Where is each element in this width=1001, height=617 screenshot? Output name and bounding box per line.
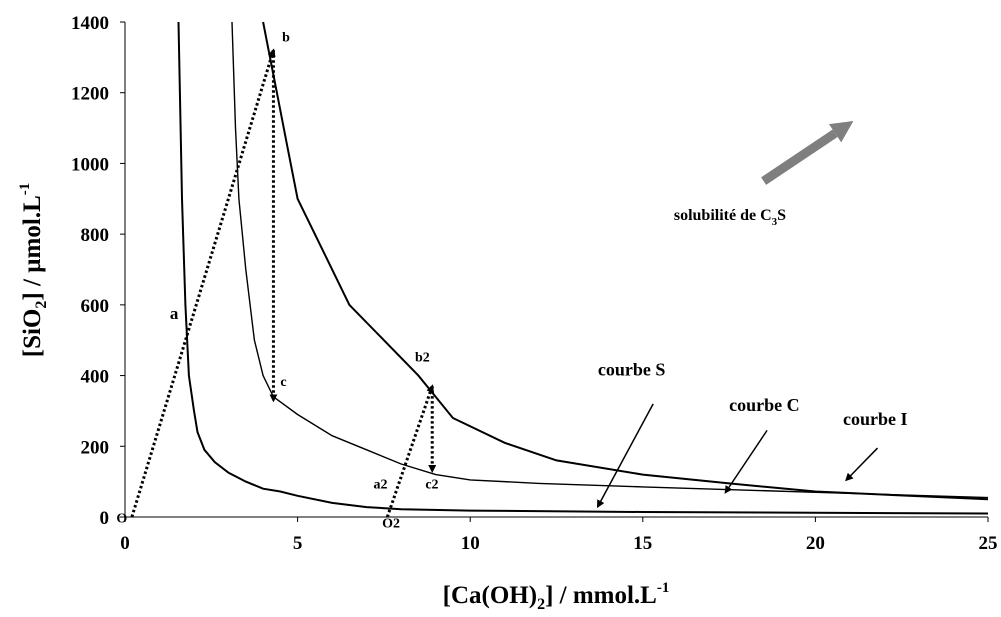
courbe-s-line <box>177 21 989 515</box>
point-label: a <box>170 304 179 323</box>
solubility-label-main: solubilité de C <box>674 207 772 224</box>
solubility-arrow <box>761 129 838 185</box>
point-label: a2 <box>374 478 388 493</box>
curve-label: courbe C <box>729 395 800 415</box>
point-label: c <box>280 375 286 390</box>
series-group <box>177 21 989 515</box>
curve-label-arrow <box>845 447 879 482</box>
x-tick-label: 0 <box>120 533 130 554</box>
curve-label-arrow <box>724 429 768 494</box>
curve-label: courbe S <box>598 360 666 380</box>
y-ticks: 0 200 400 600 800 1000 1200 1400 <box>71 13 125 529</box>
solubility-annotation: solubilité de C3S <box>674 121 854 228</box>
x-tick-label: 10 <box>461 533 480 554</box>
y-tick-label: 1400 <box>71 13 109 34</box>
point-label: c2 <box>425 478 438 493</box>
y-tick-label: 1000 <box>71 154 109 175</box>
axes <box>124 22 988 518</box>
point-label: O2 <box>382 517 400 532</box>
x-tick-label: 5 <box>293 533 303 554</box>
y-title-sup: -1 <box>17 183 33 196</box>
solubility-label: solubilité de C3S <box>674 207 786 228</box>
y-tick-label: 200 <box>81 437 110 458</box>
x-tick-label: 15 <box>633 533 652 554</box>
x-axis-title: [Ca(OH)2] / mmol.L-1 <box>443 580 670 613</box>
x-ticks: 0 5 10 15 20 25 <box>120 517 998 554</box>
x-title-sub: 2 <box>537 596 545 613</box>
solubility-label-end: S <box>777 207 786 224</box>
solubility-label-sub: 3 <box>772 216 778 228</box>
y-tick-label: 0 <box>100 508 110 529</box>
y-axis-title: [SiO2] / µmol.L-1 <box>17 183 50 358</box>
x-tick-label: 20 <box>806 533 825 554</box>
curve-label: courbe I <box>843 409 908 429</box>
y-tick-label: 1200 <box>71 84 109 105</box>
x-tick-label: 25 <box>979 533 998 554</box>
x-title-part-2: ] / mmol.L <box>545 582 657 609</box>
y-title-part-1: [SiO <box>19 309 46 358</box>
x-title-sup: -1 <box>657 580 670 596</box>
y-tick-label: 600 <box>81 296 110 317</box>
dotted-line-o-b <box>130 48 276 518</box>
solubility-arrow-head <box>828 121 854 143</box>
x-title-part-1: [Ca(OH) <box>443 582 537 609</box>
courbe-c-line <box>231 21 989 499</box>
dotted-lines <box>130 48 437 518</box>
dotted-line-o2-b2 <box>385 384 435 518</box>
courbe-i-line <box>262 21 989 501</box>
point-label: b2 <box>415 350 430 365</box>
point-label: O <box>116 511 127 526</box>
point-label: b <box>282 30 290 45</box>
y-title-part-2: ] / µmol.L <box>19 195 46 300</box>
y-title-sub: 2 <box>33 301 50 309</box>
y-tick-label: 400 <box>81 367 110 388</box>
curve-labels: courbe S courbe C courbe I <box>596 360 908 509</box>
y-tick-label: 800 <box>81 225 110 246</box>
curve-label-arrow <box>596 403 654 509</box>
